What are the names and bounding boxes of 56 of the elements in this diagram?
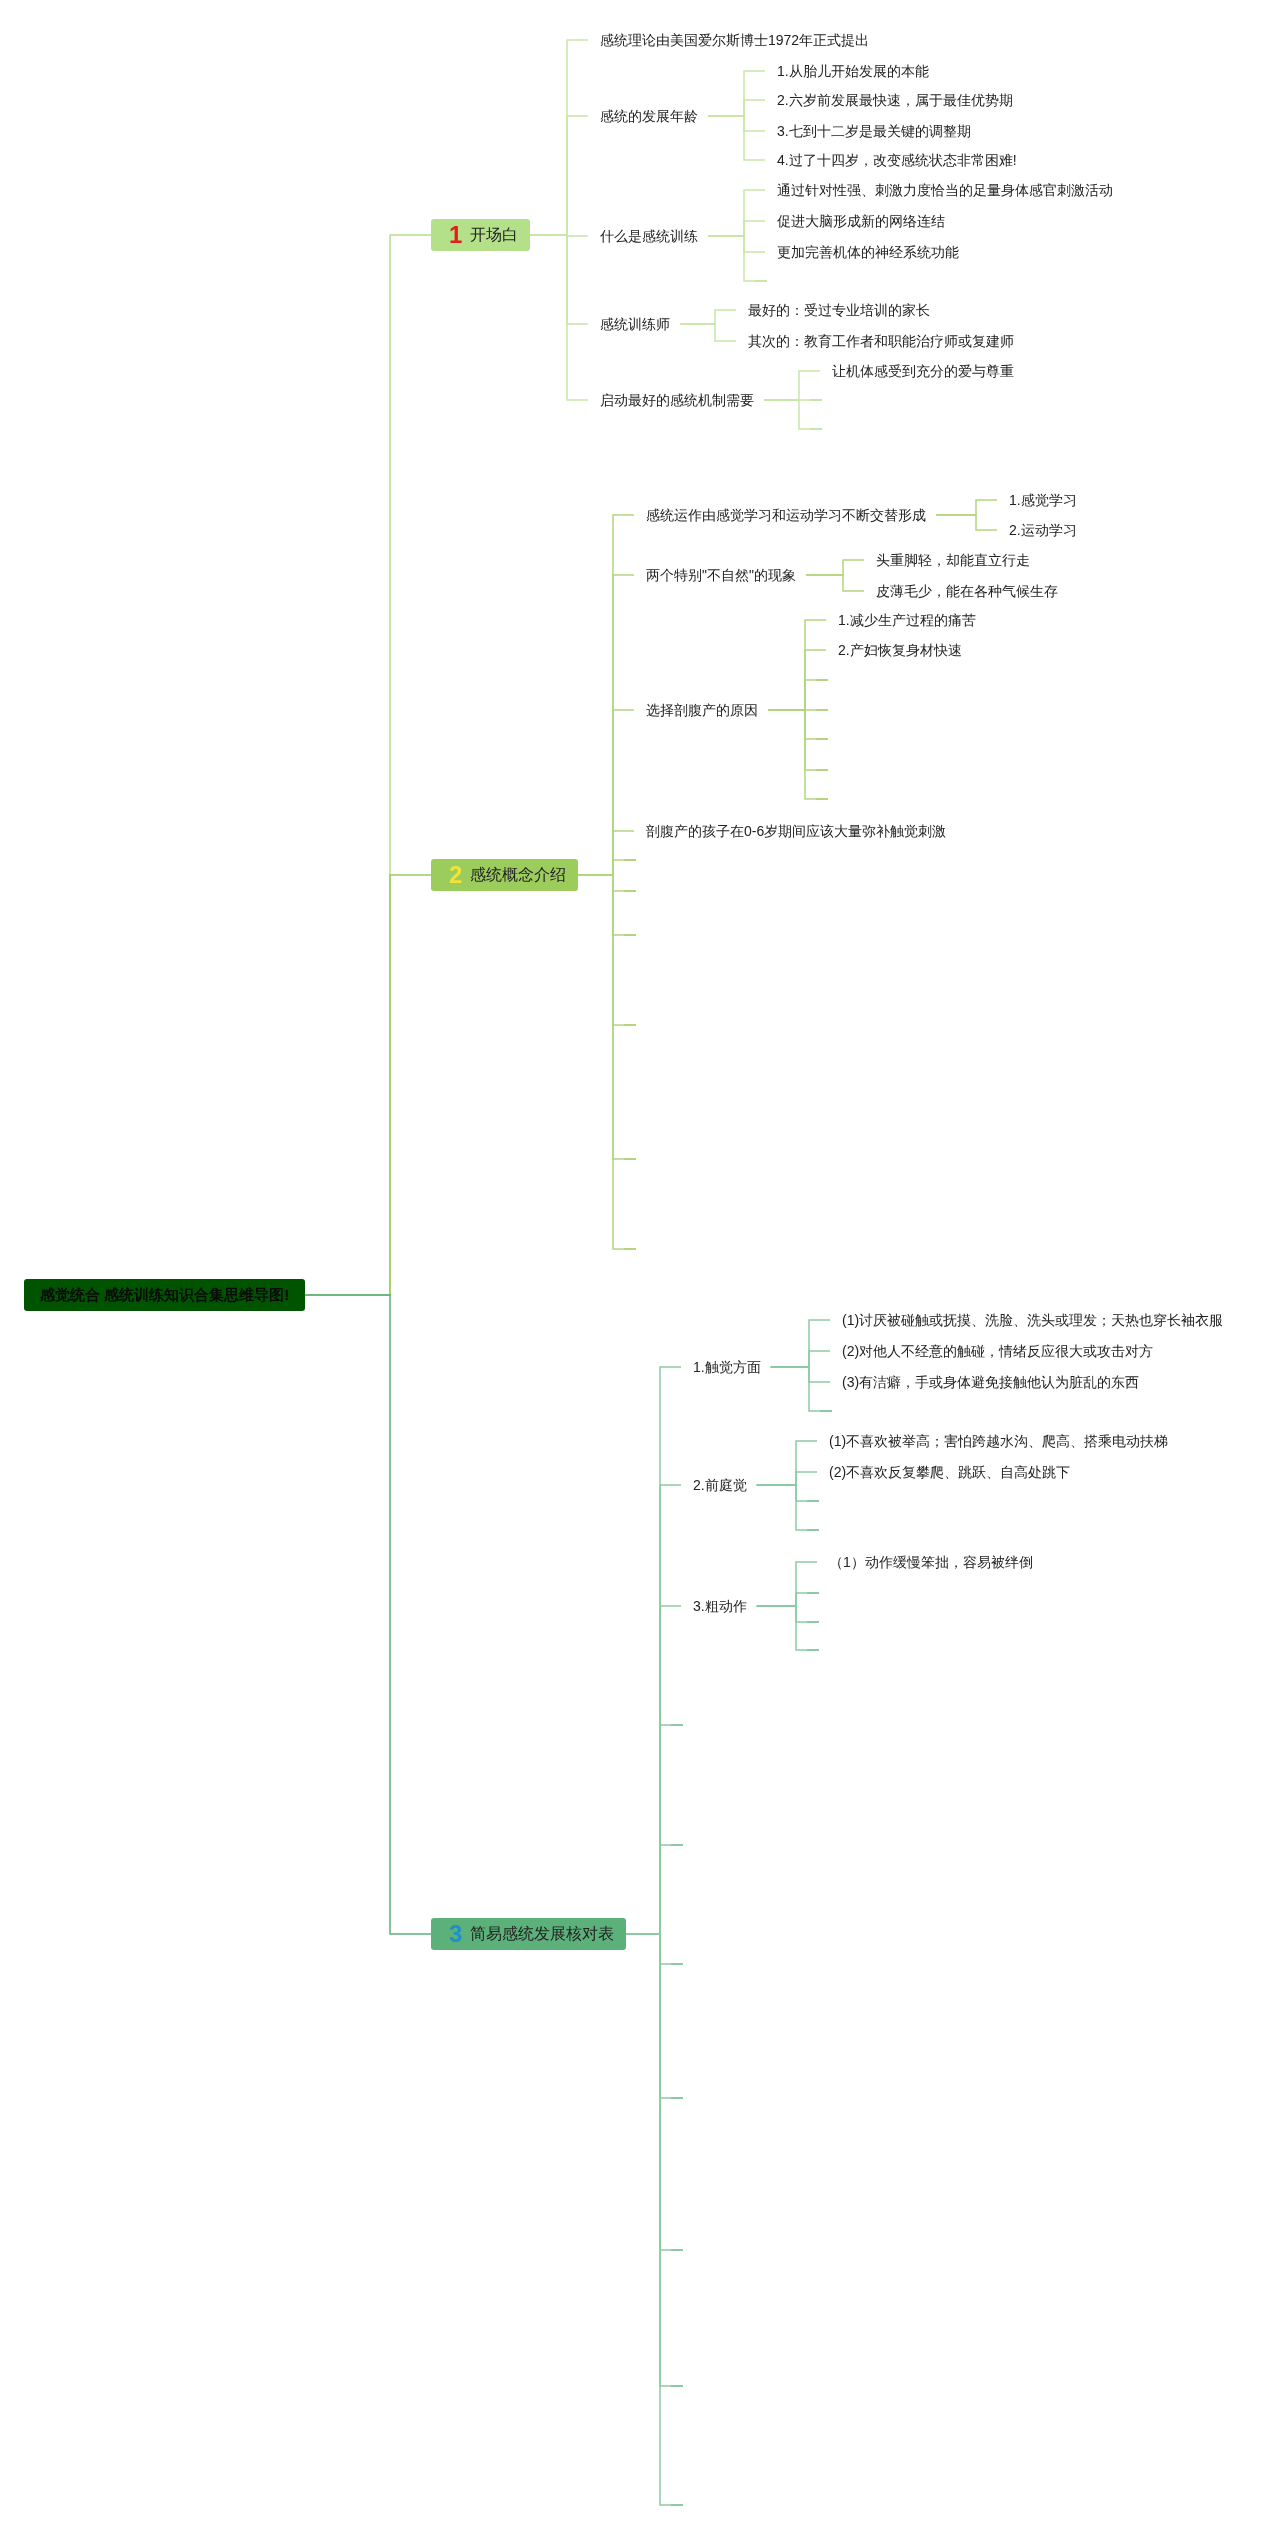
topic-text: 让机体感受到充分的爱与尊重 — [820, 362, 1024, 380]
connector-line — [304, 1294, 432, 1935]
topic-text: 皮薄毛少，能在各种气候生存 — [864, 582, 1068, 600]
connector-line — [769, 1366, 821, 1412]
connector-line — [763, 399, 811, 430]
topic-text: 什么是感统训练 — [588, 227, 708, 245]
topic-text: 更加完善机体的神经系统功能 — [765, 243, 969, 261]
topic-text: 剖腹产的孩子在0-6岁期间应该大量弥补触觉刺激 — [634, 822, 957, 840]
topic-text: （1）动作缓慢笨拙，容易被绊倒 — [817, 1553, 1043, 1571]
topic-text: 感统的发展年龄 — [588, 107, 708, 125]
connector-line — [805, 574, 865, 592]
topic-text: 选择剖腹产的原因 — [634, 701, 768, 719]
connector-line — [755, 1605, 808, 1651]
topic-text: 其次的：教育工作者和职能治疗师或复建师 — [736, 332, 1024, 350]
connector-line — [679, 323, 737, 342]
topic-text: 感统运作由感觉学习和运动学习不断交替形成 — [634, 506, 936, 524]
topic-text: 2.六岁前发展最快速，属于最佳优势期 — [765, 91, 1023, 109]
topic-title: 开场白 — [470, 225, 519, 245]
connector-line — [767, 709, 817, 800]
connector-line — [935, 514, 998, 531]
topic-text: 促进大脑形成新的网络连结 — [765, 212, 955, 230]
topic-text: 3.七到十二岁是最关键的调整期 — [765, 122, 981, 140]
connector-line — [529, 234, 589, 401]
topic-number: 1 — [449, 223, 463, 247]
topic-text: 1.从胎儿开始发展的本能 — [765, 62, 939, 80]
topic-box — [431, 859, 579, 891]
topic-text: 3.粗动作 — [681, 1597, 757, 1615]
connector-line — [707, 235, 756, 282]
topic-text: 通过针对性强、刺激力度恰当的足量身体感官刺激活动 — [765, 181, 1123, 199]
topic-number: 3 — [449, 1922, 463, 1946]
topic-text: 感统理论由美国爱尔斯博士1972年正式提出 — [588, 31, 880, 49]
topic-text: (1)讨厌被碰触或抚摸、洗脸、洗头或理发；天热也穿长袖衣服 — [830, 1311, 1234, 1329]
root-topic: 感觉统合 感统训练知识合集思维导图! — [24, 1279, 306, 1311]
topic-text: (2)不喜欢反复攀爬、跳跃、自高处跳下 — [817, 1463, 1081, 1481]
topic-text: 1.触觉方面 — [681, 1358, 771, 1376]
topic-text: 启动最好的感统机制需要 — [588, 391, 764, 409]
topic-text: 1.感觉学习 — [997, 491, 1087, 509]
topic-text: (2)对他人不经意的触碰，情绪反应很大或攻击对方 — [830, 1342, 1164, 1360]
topic-text: 4.过了十四岁，改变感统状态非常困难! — [765, 151, 1027, 169]
topic-text: 两个特别"不自然"的现象 — [634, 566, 806, 584]
topic-text: 头重脚轻，却能直立行走 — [864, 551, 1040, 569]
topic-number: 2 — [449, 863, 463, 887]
topic-text: (3)有洁癖，手或身体避免接触他认为脏乱的东西 — [830, 1373, 1150, 1391]
topic-title: 感统概念介绍 — [470, 865, 567, 885]
topic-box — [431, 219, 531, 251]
topic-text: 2.前庭觉 — [681, 1476, 757, 1494]
topic-box — [431, 1918, 627, 1950]
topic-title: 简易感统发展核对表 — [470, 1924, 615, 1944]
topic-text: 2.产妇恢复身材快速 — [826, 641, 972, 659]
connector-line — [707, 115, 766, 161]
topic-text: 感统训练师 — [588, 315, 680, 333]
connector-line — [755, 1484, 808, 1531]
topic-text: 最好的：受过专业培训的家长 — [736, 301, 940, 319]
topic-text: 2.运动学习 — [997, 521, 1087, 539]
topic-text: 1.减少生产过程的痛苦 — [826, 611, 986, 629]
topic-text: (1)不喜欢被举高；害怕跨越水沟、爬高、搭乘电动扶梯 — [817, 1432, 1179, 1450]
